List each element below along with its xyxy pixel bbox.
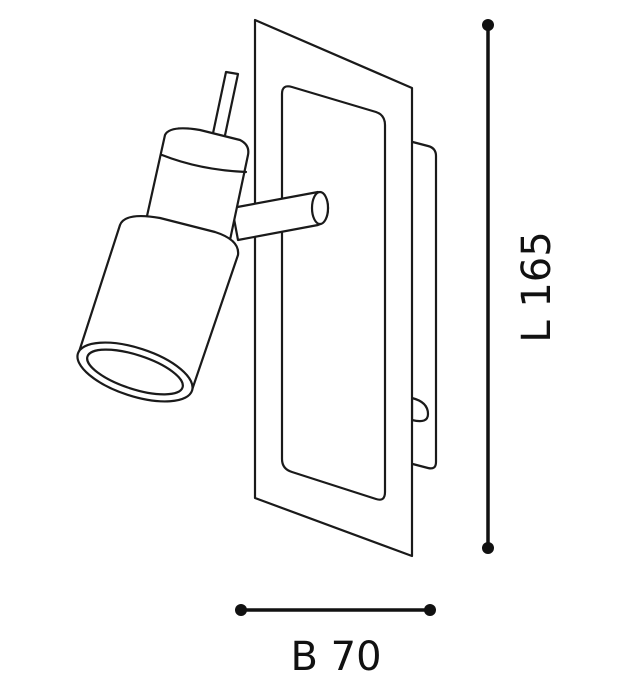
switch-knob [410,396,430,423]
wall-plate [253,18,414,558]
spot-head [76,70,250,403]
dimension-end-dot [482,542,494,554]
length-dimension-line [482,19,494,554]
width-label: B 70 [290,634,381,680]
dimension-end-dot [482,19,494,31]
dimension-end-dot [235,604,247,616]
lamp-arm [230,190,330,242]
length-label: L 165 [514,231,560,342]
pin [210,70,240,142]
width-dimension-line [235,604,436,616]
plate-inner-frame [280,85,387,501]
dimension-end-dot [424,604,436,616]
